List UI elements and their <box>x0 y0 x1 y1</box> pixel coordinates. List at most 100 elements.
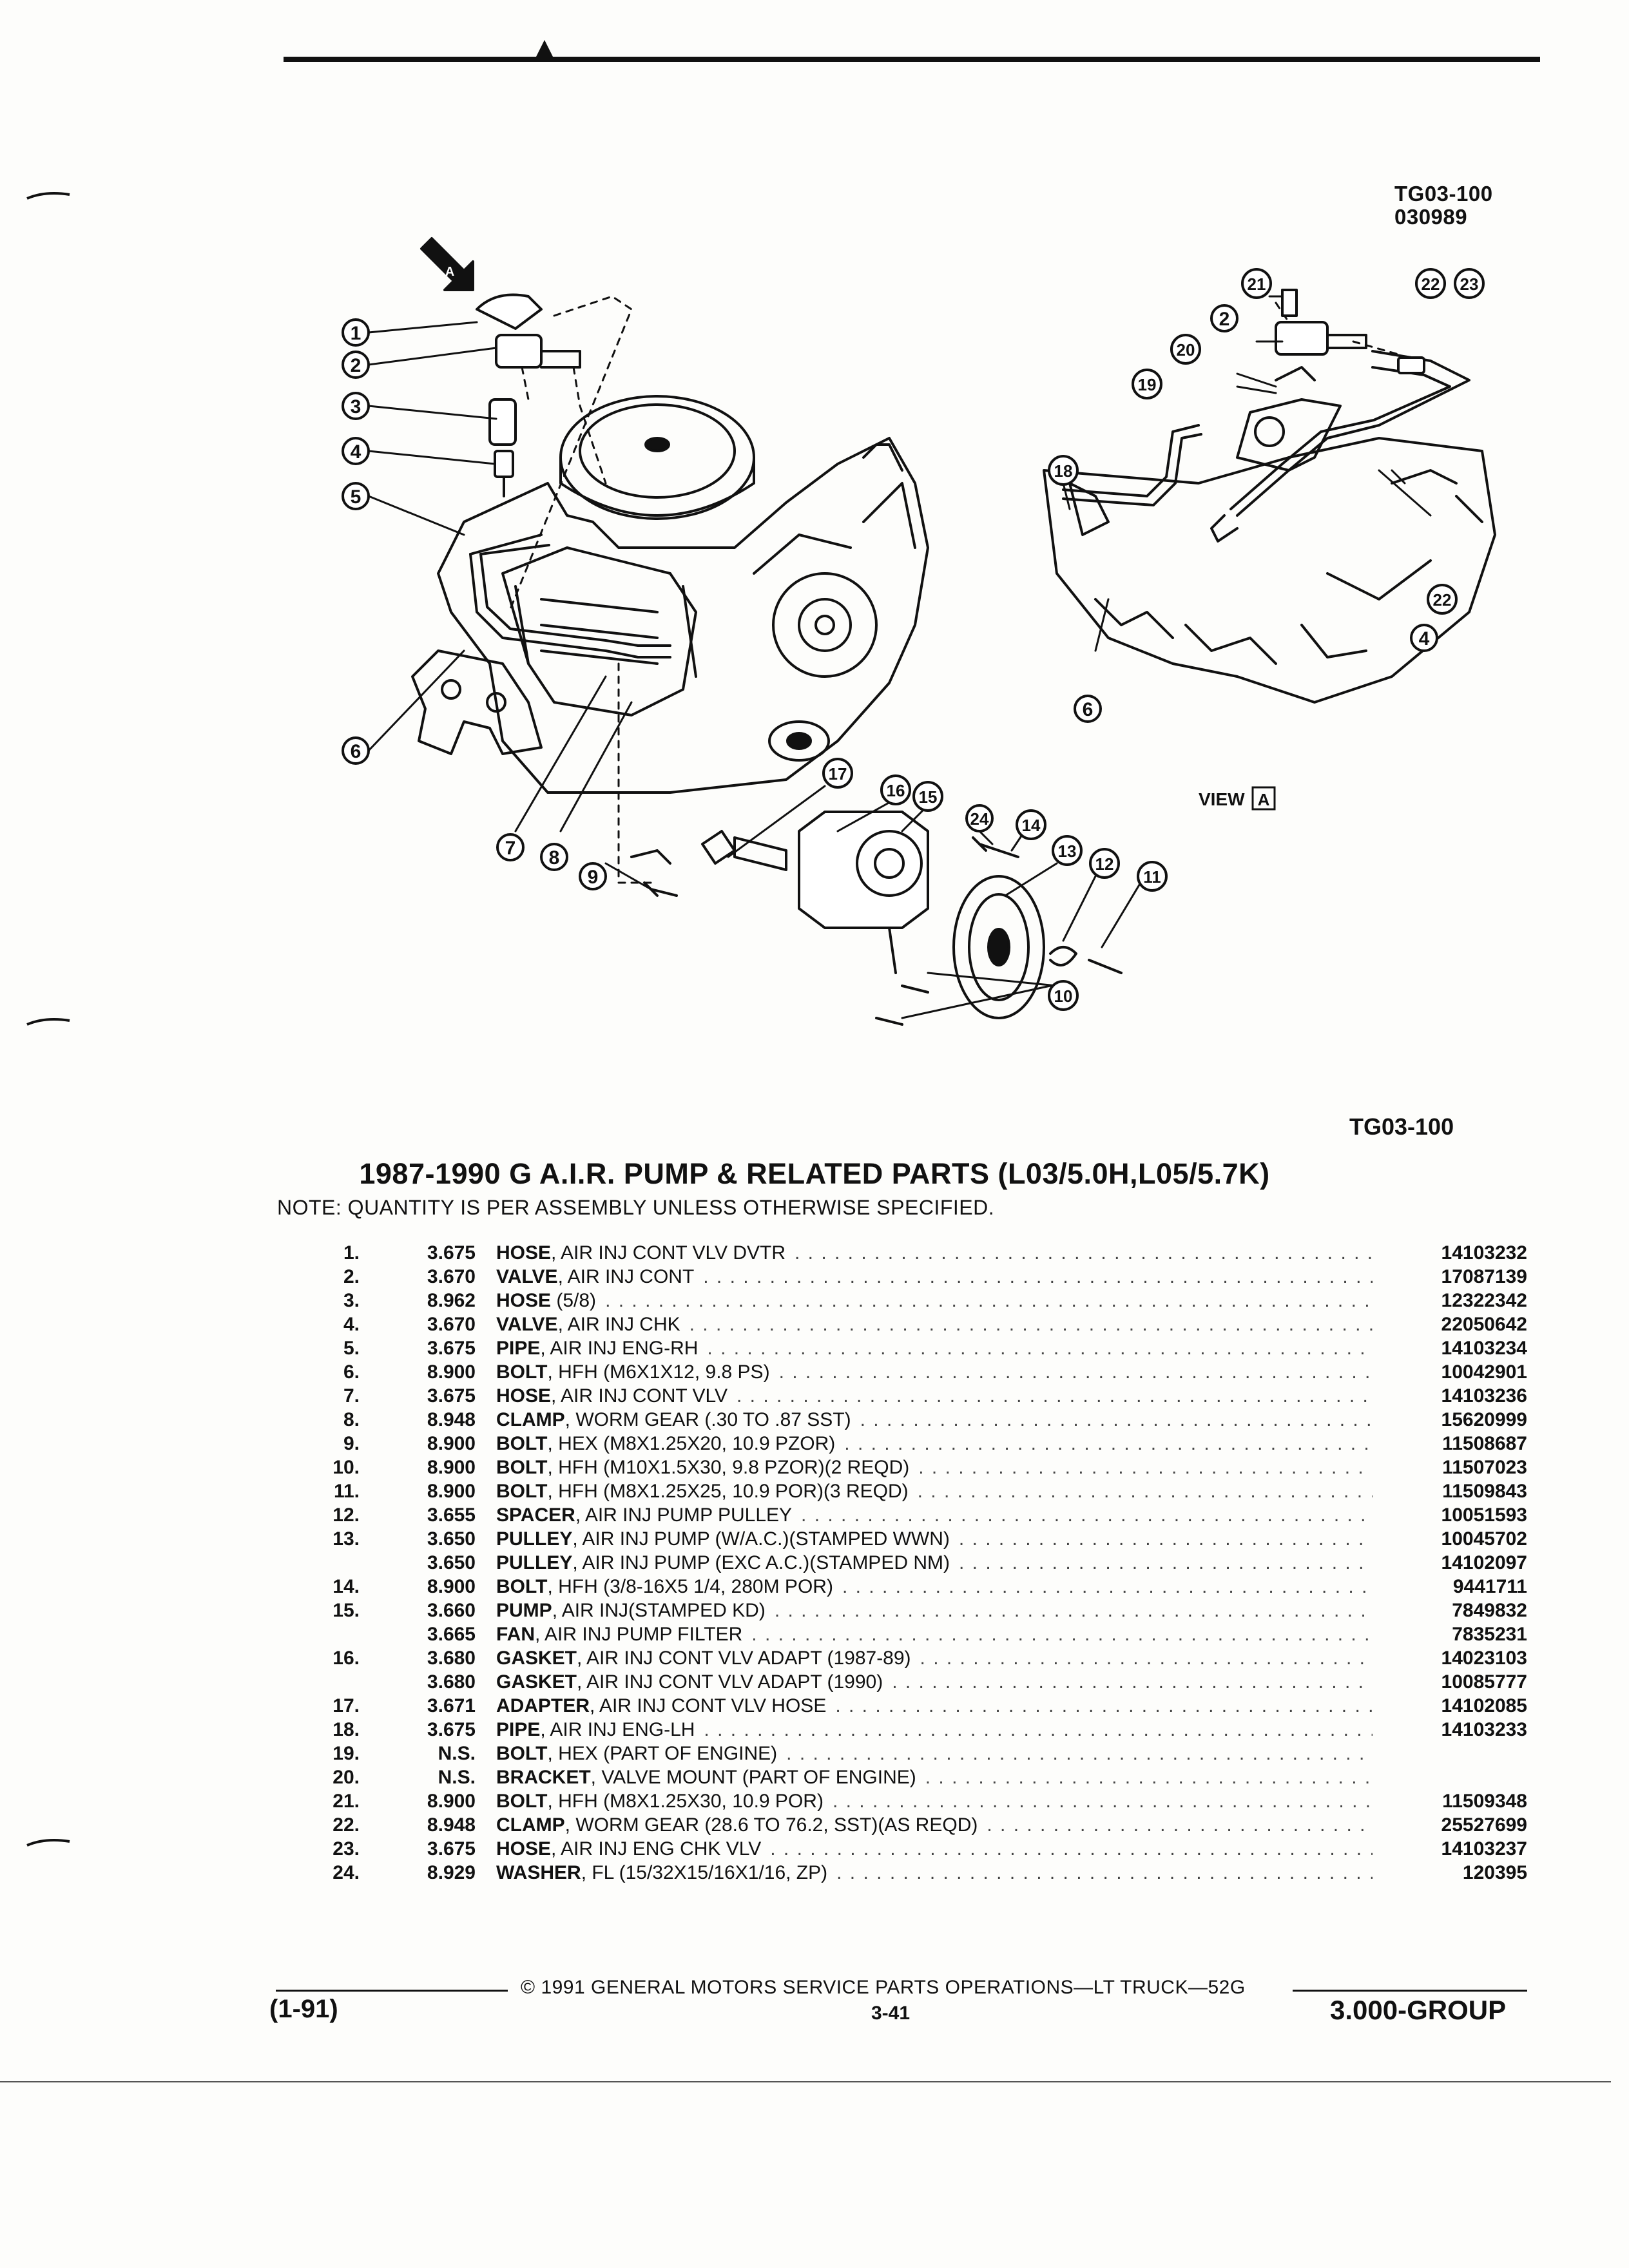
callout-22-lower: 22 <box>1427 584 1458 615</box>
callout-18: 18 <box>1048 455 1079 486</box>
callout-24: 24 <box>965 804 994 832</box>
group-code: 8.900 <box>427 1361 476 1383</box>
part-description: BOLT, HEX (PART OF ENGINE) <box>496 1742 1373 1765</box>
part-number: 9441711 <box>1452 1576 1527 1597</box>
group-code: 3.660 <box>427 1600 476 1621</box>
svg-text:13: 13 <box>1058 841 1077 861</box>
callout-4-view: 4 <box>1410 624 1438 652</box>
part-number: 120395 <box>1462 1862 1527 1883</box>
margin-mark-icon <box>26 192 70 200</box>
exploded-parts-diagram: 1 2 3 4 5 6 7 8 9 10 11 12 13 14 15 16 1… <box>342 237 1496 1026</box>
part-spec: , AIR INJ ENG-RH <box>540 1338 699 1359</box>
svg-text:5: 5 <box>351 486 361 508</box>
part-spec: , AIR INJ PUMP (W/A.C.)(STAMPED WWN) <box>572 1528 950 1550</box>
callout-3: 3 <box>342 392 370 420</box>
part-name: BOLT <box>496 1457 548 1478</box>
group-code: 8.962 <box>427 1290 476 1311</box>
group-code: 3.675 <box>427 1838 476 1860</box>
svg-text:12: 12 <box>1095 854 1114 874</box>
item-number: 7. <box>343 1385 360 1407</box>
view-a-engine-icon <box>1043 437 1496 704</box>
part-name: HOSE <box>496 1385 552 1407</box>
group-code: 3.680 <box>427 1671 476 1693</box>
part-spec: , HEX (PART OF ENGINE) <box>547 1743 778 1764</box>
part-number: 11509843 <box>1442 1481 1527 1502</box>
footer-rule <box>276 1990 508 1992</box>
part-spec: , AIR INJ CHK <box>557 1314 680 1335</box>
part-number: 17087139 <box>1441 1266 1527 1287</box>
item-number: 19. <box>333 1743 360 1764</box>
part-description: PUMP, AIR INJ(STAMPED KD) <box>496 1599 1373 1622</box>
part-number: 15620999 <box>1441 1409 1527 1430</box>
callout-12: 12 <box>1089 848 1120 879</box>
callout-16: 16 <box>880 774 911 805</box>
item-number: 15. <box>333 1600 360 1621</box>
svg-text:7: 7 <box>505 838 516 859</box>
figure-date-code: 030989 <box>1394 205 1468 229</box>
svg-text:6: 6 <box>1083 699 1094 720</box>
item-number: 20. <box>333 1767 360 1788</box>
part-description: BRACKET, VALVE MOUNT (PART OF ENGINE) <box>496 1765 1373 1789</box>
part-number: 10042901 <box>1441 1361 1527 1383</box>
part-number: 14103234 <box>1441 1338 1527 1359</box>
part-description: HOSE, AIR INJ CONT VLV DVTR <box>496 1241 1373 1265</box>
check-valve-hose-icon <box>1210 350 1470 543</box>
margin-mark-icon <box>26 1018 70 1026</box>
part-name: PULLEY <box>496 1552 573 1573</box>
part-description: VALVE, AIR INJ CONT <box>496 1265 1373 1289</box>
callout-7: 7 <box>496 833 525 861</box>
item-number: 8. <box>343 1409 360 1430</box>
part-spec: , AIR INJ ENG-LH <box>540 1719 695 1740</box>
item-number: 23. <box>333 1838 360 1860</box>
view-arrow-letter: A <box>445 265 454 279</box>
part-name: GASKET <box>496 1648 577 1669</box>
callout-22: 22 <box>1415 268 1446 299</box>
exhaust-manifold-icon <box>411 649 543 755</box>
group-code: 3.675 <box>427 1338 476 1359</box>
part-name: PULLEY <box>496 1528 573 1550</box>
part-spec: , VALVE MOUNT (PART OF ENGINE) <box>590 1767 916 1788</box>
callout-1: 1 <box>342 318 370 347</box>
group-code: 8.948 <box>427 1409 476 1430</box>
callout-5: 5 <box>342 482 370 510</box>
part-name: BOLT <box>496 1791 548 1812</box>
group-code: 3.650 <box>427 1528 476 1550</box>
svg-text:4: 4 <box>1419 628 1430 649</box>
bottom-rule <box>0 2081 1611 2082</box>
part-number: 14102085 <box>1441 1695 1527 1716</box>
svg-text:2: 2 <box>1219 309 1230 330</box>
page-number: 3-41 <box>871 2003 911 2024</box>
part-name: PIPE <box>496 1719 541 1740</box>
svg-text:22: 22 <box>1422 274 1440 294</box>
view-arrow-icon <box>420 237 474 291</box>
registration-mark-icon <box>536 40 553 57</box>
part-spec: , AIR INJ PUMP PULLEY <box>575 1504 793 1526</box>
part-number: 11507023 <box>1442 1457 1527 1478</box>
pump-pulley-icon <box>952 875 1123 1019</box>
svg-text:11: 11 <box>1143 867 1161 887</box>
part-name: BOLT <box>496 1743 548 1764</box>
part-spec: , HEX (M8X1.25X20, 10.9 PZOR) <box>547 1433 836 1454</box>
part-description: VALVE, AIR INJ CHK <box>496 1312 1373 1336</box>
group-code: 8.929 <box>427 1862 476 1883</box>
part-description: ADAPTER, AIR INJ CONT VLV HOSE <box>496 1694 1373 1718</box>
group-code: 3.670 <box>427 1314 476 1335</box>
part-name: BOLT <box>496 1481 548 1502</box>
engine-block-icon <box>437 437 929 794</box>
part-spec: , AIR INJ CONT VLV DVTR <box>551 1242 786 1264</box>
part-description: BOLT, HFH (M6X1X12, 9.8 PS) <box>496 1360 1373 1384</box>
part-spec: , AIR INJ PUMP (EXC A.C.)(STAMPED NM) <box>572 1552 950 1573</box>
part-name: BOLT <box>496 1433 548 1454</box>
callout-20: 20 <box>1170 334 1201 365</box>
view-letter: A <box>1258 790 1270 809</box>
